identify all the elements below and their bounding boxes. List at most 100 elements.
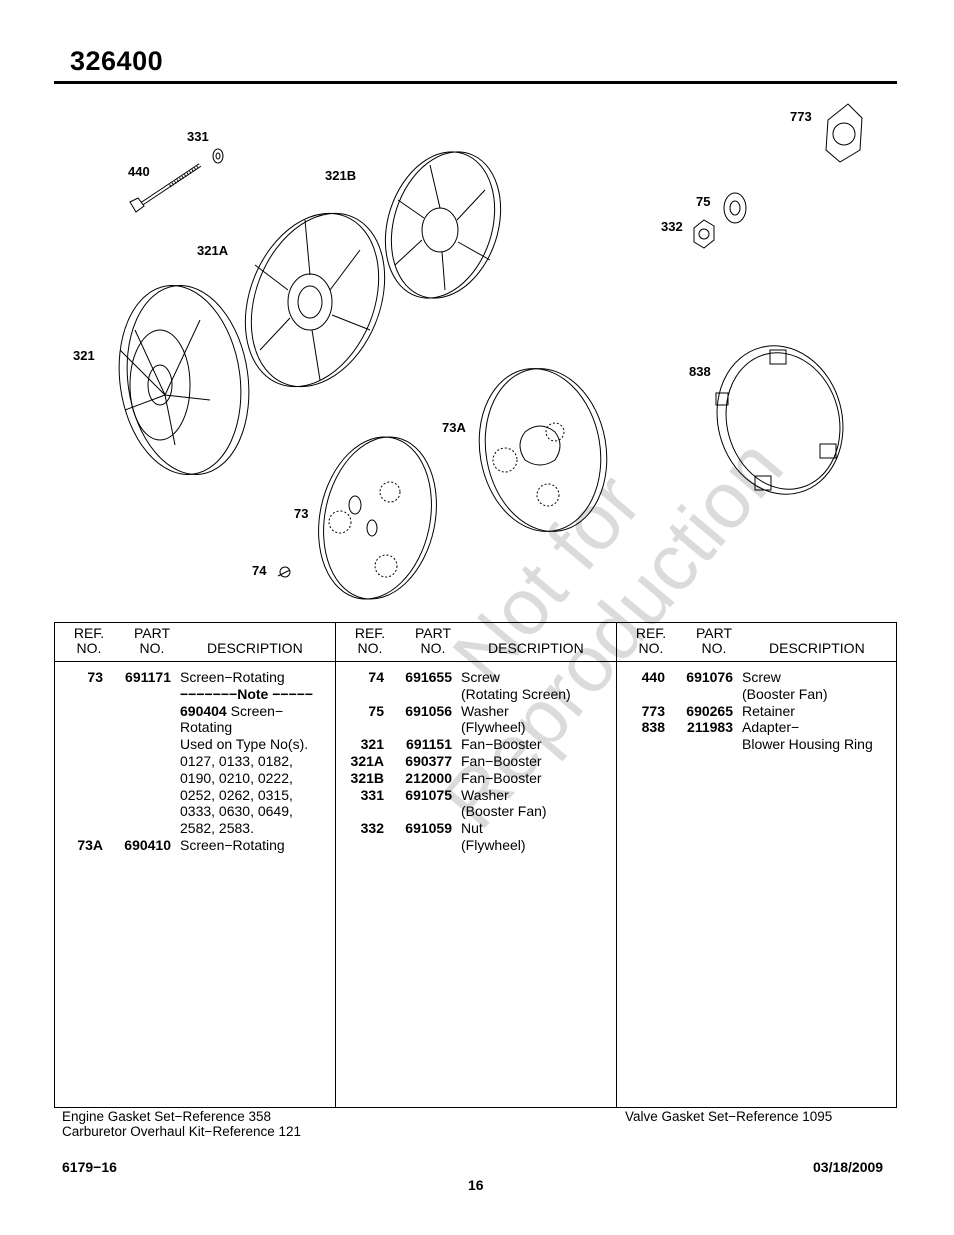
- ref-number: 75: [368, 702, 384, 719]
- description-text: 0252, 0262, 0315,: [180, 786, 293, 803]
- part-description: (Rotating Screen): [461, 686, 571, 703]
- part-description: Rotating: [180, 719, 232, 736]
- callout-321: 321: [73, 348, 95, 363]
- part-description: Used on Type No(s).: [180, 736, 308, 753]
- page-title: 326400: [70, 46, 164, 76]
- ref-no-header: REF.NO.: [635, 625, 667, 656]
- callout-440: 440: [128, 164, 150, 179]
- description-text: Used on Type No(s).: [180, 736, 309, 753]
- description-text: Screw: [742, 669, 781, 685]
- part-description: Fan−Booster: [461, 736, 542, 753]
- part-description: Washer: [461, 703, 509, 720]
- fan-321a-drawing: [244, 212, 386, 388]
- description-text: 2582, 2583.: [180, 820, 254, 837]
- ref-no-header: REF.NO.: [73, 625, 105, 656]
- description-text: Washer: [461, 786, 509, 803]
- part-number: 690410: [124, 837, 171, 853]
- fan-321b-drawing: [384, 151, 502, 299]
- screw-74-drawing: [277, 566, 291, 578]
- part-description: Retainer: [742, 703, 795, 720]
- part-description: 2582, 2583.: [180, 820, 254, 837]
- description-text: Blower Housing Ring: [742, 736, 873, 753]
- part-description: 690404 Screen−: [180, 703, 283, 720]
- fan-321-drawing: [118, 285, 250, 475]
- note-separator: −−−−−−−Note −−−−−: [180, 685, 314, 702]
- part-description: (Flywheel): [461, 719, 526, 736]
- part-number: 690265: [686, 702, 733, 719]
- description-text: 0333, 0630, 0649,: [180, 803, 293, 820]
- part-number: 691075: [405, 786, 452, 803]
- description-header: DESCRIPTION: [769, 640, 865, 656]
- footnote-left: Engine Gasket Set−Reference 358 Carburet…: [62, 1109, 302, 1139]
- part-description: Fan−Booster: [461, 770, 542, 787]
- superseded-part-number: 690404: [180, 702, 227, 719]
- doc-date: 03/18/2009: [813, 1159, 884, 1175]
- description-text: Screen−: [226, 702, 284, 719]
- description-text: (Booster Fan): [742, 685, 828, 702]
- part-number: 691655: [405, 669, 452, 685]
- description-text: Fan−Booster: [461, 769, 542, 786]
- part-description: Blower Housing Ring: [742, 736, 873, 753]
- part-number: 690377: [405, 753, 452, 769]
- description-text: Washer: [461, 702, 509, 719]
- ref-number: 773: [641, 702, 665, 719]
- screen-73a-drawing: [478, 368, 608, 532]
- description-text: (Booster Fan): [461, 803, 547, 820]
- part-description: Fan−Booster: [461, 753, 542, 770]
- part-description: −−−−−−−Note −−−−−: [180, 686, 313, 703]
- description-text: Fan−Booster: [461, 753, 542, 769]
- description-text: Fan−Booster: [461, 736, 542, 753]
- description-text: (Rotating Screen): [461, 685, 571, 702]
- part-number: 691171: [125, 669, 171, 685]
- callout-321b: 321B: [325, 168, 356, 183]
- retainer-773-drawing: [825, 103, 863, 163]
- ref-number: 321A: [350, 753, 384, 769]
- part-number: 212000: [405, 769, 452, 786]
- description-text: Screw: [461, 669, 500, 685]
- footnote-right: Valve Gasket Set−Reference 1095: [625, 1109, 833, 1125]
- description-text: (Flywheel): [461, 719, 526, 736]
- part-description: Nut: [461, 820, 483, 837]
- part-description: (Booster Fan): [461, 803, 547, 820]
- part-description: (Booster Fan): [742, 686, 828, 703]
- part-description: Screw: [461, 669, 500, 686]
- gasket-set-reference: Engine Gasket Set−Reference 358: [62, 1109, 272, 1124]
- callout-73: 73: [294, 506, 308, 521]
- part-number: 691151: [406, 736, 452, 753]
- part-description: Adapter−: [742, 719, 799, 736]
- exploded-parts-diagram: 331 440 321B 321A 321 773 75 332 838 73A…: [73, 103, 863, 600]
- ref-number: 74: [368, 669, 384, 685]
- callout-74: 74: [252, 563, 267, 578]
- description-text: 0190, 0210, 0222,: [180, 769, 293, 786]
- description-text: Retainer: [742, 702, 795, 719]
- part-description: 0127, 0133, 0182,: [180, 753, 293, 770]
- valve-gasket-reference: Valve Gasket Set−Reference 1095: [625, 1109, 833, 1124]
- part-description: (Flywheel): [461, 837, 526, 854]
- ref-number: 440: [641, 669, 665, 685]
- description-text: Screen−Rotating: [180, 837, 285, 853]
- part-description: 0333, 0630, 0649,: [180, 803, 293, 820]
- part-number: 691076: [686, 669, 733, 685]
- description-header: DESCRIPTION: [488, 640, 584, 656]
- description-text: Nut: [461, 820, 483, 837]
- part-description: Washer: [461, 787, 509, 804]
- callout-838: 838: [689, 364, 711, 379]
- part-description: 0190, 0210, 0222,: [180, 770, 293, 787]
- screen-73-drawing: [318, 436, 437, 600]
- part-number: 211983: [687, 719, 733, 736]
- part-number: 691059: [405, 820, 452, 837]
- description-text: Screen−Rotating: [180, 669, 285, 685]
- part-description: 0252, 0262, 0315,: [180, 787, 293, 804]
- carburetor-kit-reference: Carburetor Overhaul Kit−Reference 121: [62, 1123, 302, 1139]
- ref-number: 331: [360, 786, 384, 803]
- description-text: 0127, 0133, 0182,: [180, 753, 293, 769]
- description-text: (Flywheel): [461, 837, 526, 853]
